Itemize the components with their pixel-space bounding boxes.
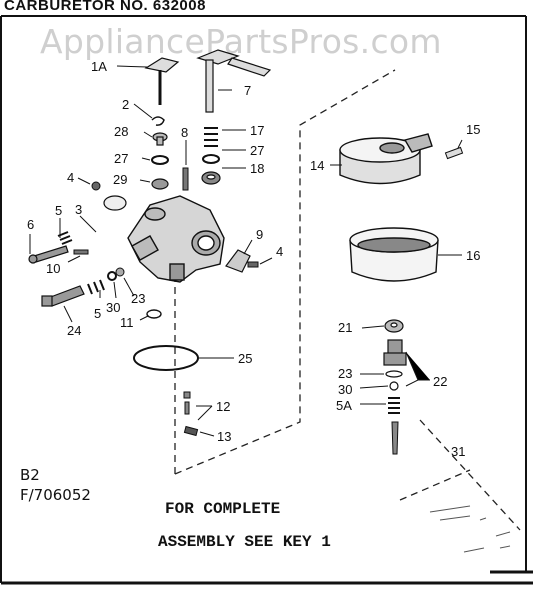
part-1A-throttle-shaft	[144, 57, 180, 105]
callout-7: 7	[244, 83, 251, 98]
part-23-oring	[115, 267, 125, 277]
callout-14: 14	[310, 158, 324, 173]
carburetor-body	[127, 195, 225, 283]
callout-31: 31	[451, 444, 465, 459]
part-12-pins	[183, 391, 191, 415]
part-8-pin	[182, 167, 189, 191]
part-7-choke-shaft	[196, 49, 272, 113]
code-f706052: F/706052	[20, 486, 91, 504]
callout-25: 25	[238, 351, 252, 366]
callout-23a: 23	[131, 291, 145, 306]
part-5A-spring	[388, 397, 400, 414]
callout-2: 2	[122, 97, 129, 112]
part-11-plug	[146, 309, 162, 319]
part-27b-washer	[202, 154, 220, 164]
part-14-float	[339, 133, 433, 185]
callout-24: 24	[67, 323, 81, 338]
page-title: CARBURETOR NO. 632008	[4, 0, 206, 14]
footer-line-2: ASSEMBLY SEE KEY 1	[158, 533, 331, 551]
callout-12: 12	[216, 399, 230, 414]
leader-lines	[29, 65, 463, 437]
part-28-screw	[152, 132, 168, 146]
callout-18: 18	[250, 161, 264, 176]
callout-4b: 4	[276, 244, 283, 259]
callout-16: 16	[466, 248, 480, 263]
part-10-pin	[73, 249, 89, 255]
callout-5a: 5	[55, 203, 62, 218]
footer-line-1: FOR COMPLETE	[165, 500, 281, 518]
callout-4a: 4	[67, 170, 74, 185]
part-22-nut	[383, 339, 407, 391]
callout-30a: 30	[106, 300, 120, 315]
part-18-seal	[201, 171, 221, 185]
part-17-spring	[204, 127, 218, 147]
part-16-bowl	[349, 227, 439, 282]
callout-5A: 5A	[336, 398, 352, 413]
part-9-lever	[225, 249, 251, 273]
callout-5b: 5	[94, 306, 101, 321]
part-31-needle	[391, 421, 399, 455]
watermark: AppliancePartsPros.com	[40, 22, 442, 61]
callout-6: 6	[27, 217, 34, 232]
callout-29: 29	[113, 172, 127, 187]
part-3-plate	[103, 195, 127, 211]
callout-17: 17	[250, 123, 264, 138]
callout-11: 11	[120, 315, 134, 330]
callout-10: 10	[46, 261, 60, 276]
callout-1A: 1A	[91, 59, 107, 74]
stamp-scribble	[429, 505, 511, 553]
part-5b-spring	[87, 279, 105, 295]
part-4b-screw	[247, 261, 259, 268]
part-4-screw	[91, 181, 101, 191]
code-b2: B2	[20, 466, 40, 484]
part-6-screw	[28, 245, 69, 264]
page-border	[0, 15, 533, 585]
callout-21: 21	[338, 320, 352, 335]
dashed-boundary	[174, 69, 521, 531]
callout-22: 22	[433, 374, 447, 389]
part-15-pin	[444, 146, 464, 160]
callout-labels: 1A 2 7 8 28 17 27 27 4 29 18 6 5 3 10 9 …	[27, 59, 480, 459]
callout-8: 8	[181, 125, 188, 140]
part-27-washer	[151, 155, 169, 165]
part-30-ring	[107, 271, 117, 281]
callout-27b: 27	[250, 143, 264, 158]
callout-9: 9	[256, 227, 263, 242]
callout-28: 28	[114, 124, 128, 139]
part-13-pin	[183, 425, 199, 437]
part-25-gasket	[133, 345, 199, 371]
callout-30b: 30	[338, 382, 352, 397]
callout-15: 15	[466, 122, 480, 137]
part-2-clip	[151, 116, 165, 126]
callout-23b: 23	[338, 366, 352, 381]
callout-3: 3	[75, 202, 82, 217]
part-29-seal	[151, 178, 169, 190]
callout-27a: 27	[114, 151, 128, 166]
part-24-needle	[41, 285, 85, 307]
part-21-washer	[384, 319, 404, 333]
callout-13: 13	[217, 429, 231, 444]
